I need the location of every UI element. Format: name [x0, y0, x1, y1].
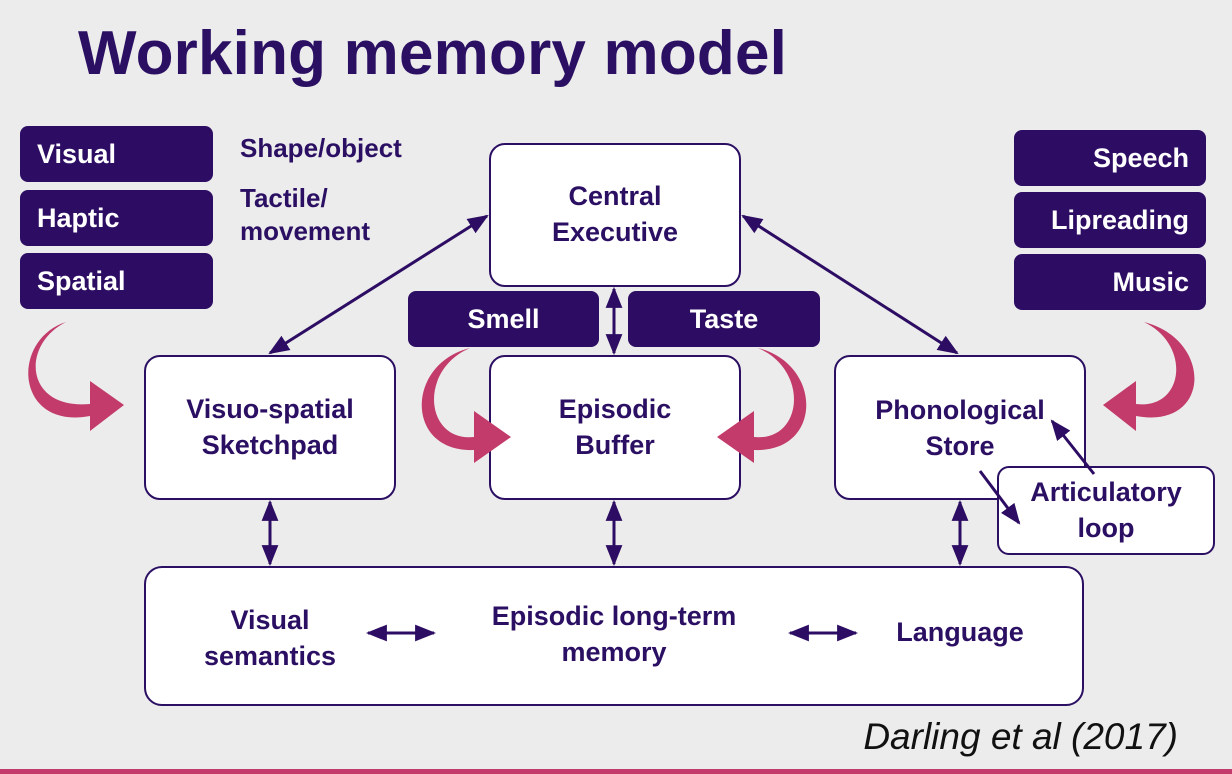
episodic-ltm-line2: memory: [561, 636, 667, 667]
tag-taste: Taste: [628, 291, 820, 347]
desc-movement-line: movement: [240, 216, 371, 247]
tag-visual: Visual: [20, 126, 213, 182]
desc-tactile-line: Tactile/: [240, 183, 328, 213]
episodic-buffer-line2: Buffer: [575, 429, 655, 460]
visual-semantics-line1: Visual: [230, 605, 310, 635]
phonological-line2: Store: [925, 430, 995, 461]
tag-lipreading: Lipreading: [1014, 192, 1206, 248]
tag-smell: Smell: [408, 291, 599, 347]
central-executive-box: Central Executive: [489, 143, 741, 287]
central-executive-line2: Executive: [551, 217, 679, 247]
visual-semantics-line2: semantics: [203, 640, 337, 671]
desc-shape-object: Shape/object: [240, 133, 402, 163]
tag-haptic: Haptic: [20, 190, 213, 246]
tag-spatial: Spatial: [20, 253, 213, 309]
visuospatial-line1: Visuo-spatial: [186, 393, 354, 424]
articulatory-line1: Articulatory: [1030, 476, 1182, 507]
visual-semantics-text: Visual semantics: [187, 603, 353, 674]
visuospatial-sketchpad-box: Visuo-spatial Sketchpad: [144, 355, 396, 500]
episodic-buffer-box: Episodic Buffer: [489, 355, 741, 500]
tag-speech: Speech: [1014, 130, 1206, 186]
visuospatial-line2: Sketchpad: [201, 429, 339, 460]
articulatory-loop-box: Articulatory loop: [997, 466, 1215, 555]
curved-arrow-right-icon: [1103, 322, 1195, 431]
phonological-store-box: Phonological Store: [834, 355, 1086, 500]
episodic-long-term-memory-text: Episodic long-term memory: [465, 599, 763, 670]
long-term-memory-box: [144, 566, 1084, 706]
language-text: Language: [896, 617, 1024, 647]
episodic-ltm-line1: Episodic long-term: [491, 601, 737, 631]
phonological-line1: Phonological: [875, 395, 1045, 425]
desc-tactile-movement: Tactile/ movement: [240, 182, 370, 249]
episodic-buffer-line1: Episodic: [558, 393, 672, 424]
bottom-accent-line: [0, 769, 1232, 774]
tag-music: Music: [1014, 254, 1206, 310]
slide-title: Working memory model: [78, 19, 788, 88]
curved-arrow-left-icon: [28, 322, 124, 431]
articulatory-line2: loop: [1077, 512, 1135, 543]
central-executive-line1: Central: [568, 181, 662, 212]
citation: Darling et al (2017): [863, 716, 1178, 757]
